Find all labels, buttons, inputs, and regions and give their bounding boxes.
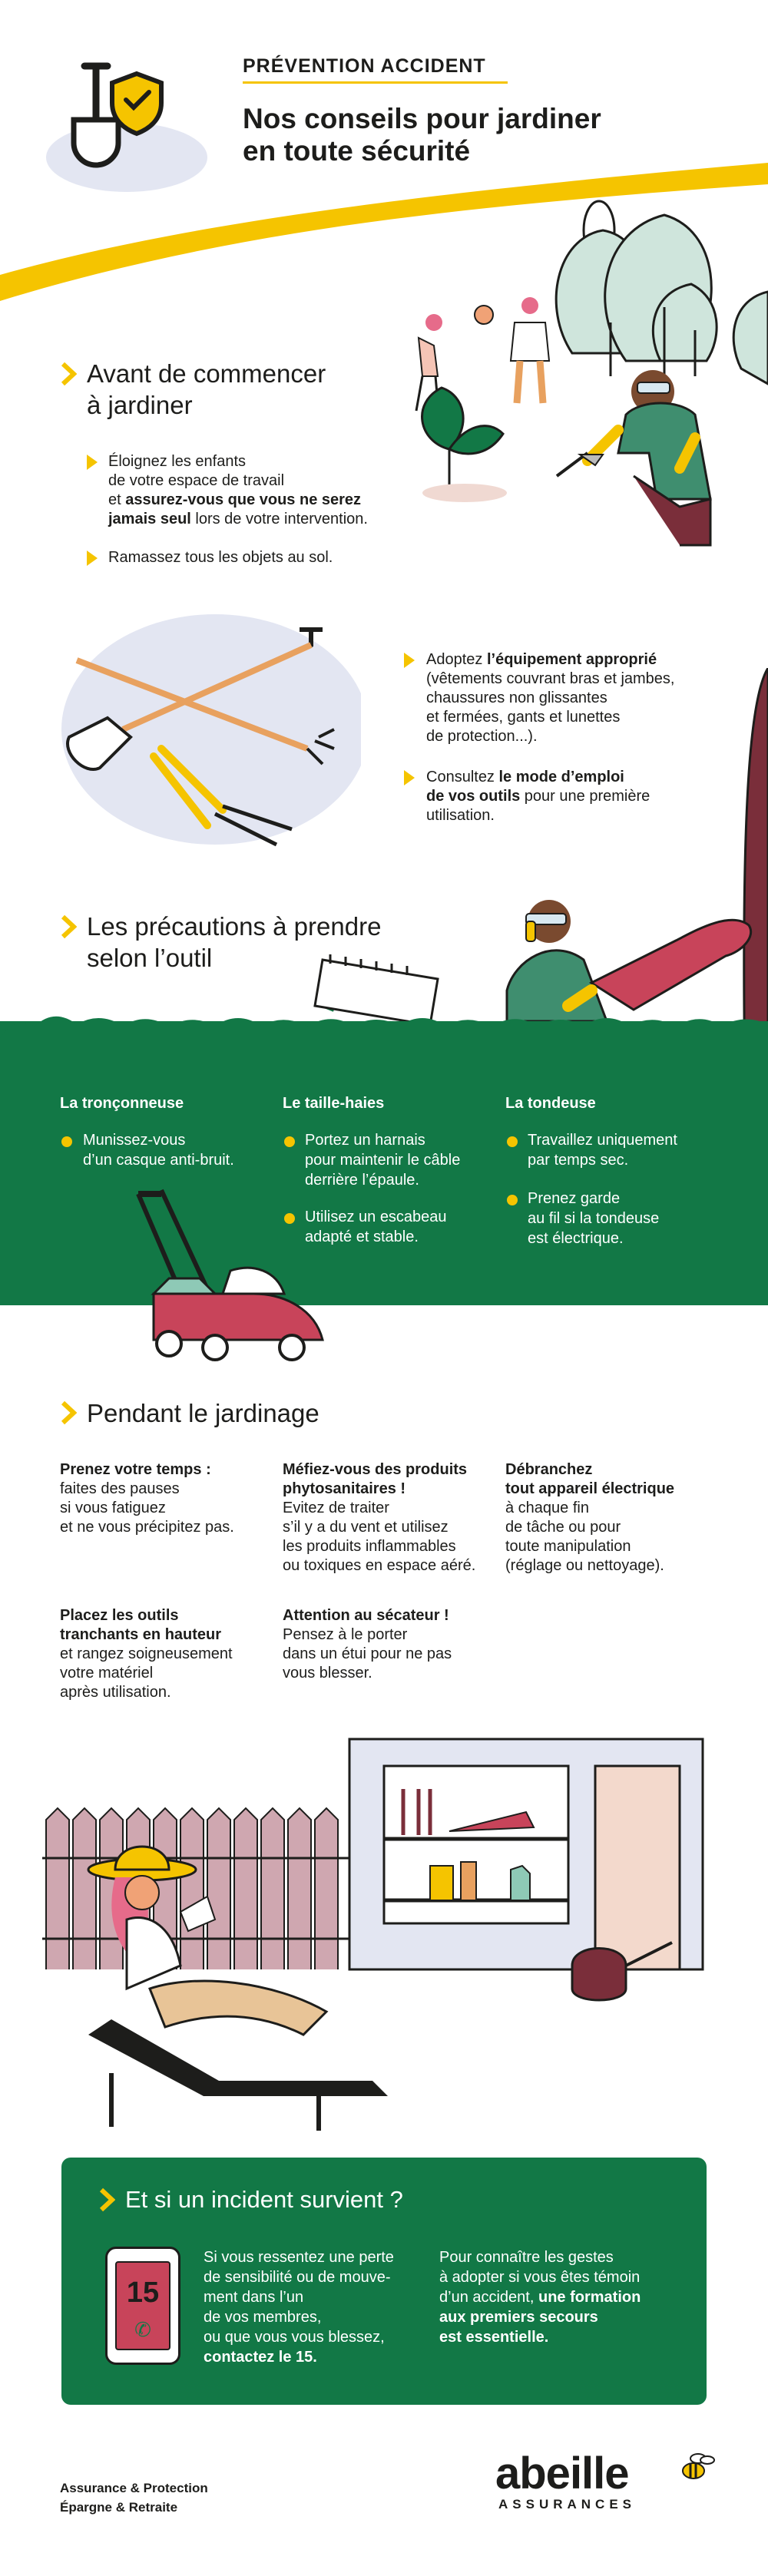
bullet-dot (507, 1136, 518, 1147)
incident-right-text: Pour connaître les gestes à adopter si v… (439, 2249, 641, 2346)
tip-unplug: Débranchez tout appareil électrique à ch… (505, 1461, 675, 1574)
mower-tip-dry: Travaillez uniquement par temps sec. (528, 1132, 677, 1169)
tip-phyto: Méfiez-vous des produits phytosanitaires… (283, 1461, 476, 1574)
chevron-icon (61, 914, 77, 939)
hedge-top (0, 1016, 768, 1038)
bullet-icon (87, 455, 98, 470)
chainsaw-illustration (313, 900, 753, 1027)
section-heading-during: Pendant le jardinage (87, 1399, 319, 1427)
bullet-dot (284, 1213, 295, 1224)
section-heading-before: Avant de commencer à jardiner (87, 359, 326, 419)
brand-name: abeille (495, 2449, 630, 2498)
shovel-shield-icon (71, 62, 164, 168)
bullet-icon (87, 551, 98, 566)
emergency-number: 15 (126, 2277, 160, 2309)
tip-children: Éloignez les enfants de votre espace de … (108, 453, 368, 527)
lawnmower-illustration (136, 1189, 324, 1361)
col-title-hedge-trimmer: Le taille-haies (283, 1095, 385, 1112)
brand-sub: ASSURANCES (498, 2497, 637, 2512)
incident-heading: Et si un incident survient ? (125, 2186, 403, 2213)
footer-tagline: Assurance & Protection Épargne & Retrait… (60, 2481, 208, 2515)
hedge-tip-ladder: Utilisez un escabeau adapté et stable. (305, 1209, 447, 1245)
bee-icon (682, 2453, 715, 2479)
chevron-icon (99, 2187, 115, 2212)
relaxing-gardener-illustration (42, 1738, 704, 2131)
chevron-icon (61, 362, 77, 386)
tip-pruner: Attention au sécateur ! Pensez à le port… (283, 1607, 452, 1682)
page-title: Nos conseils pour jardiner en toute sécu… (243, 103, 601, 167)
bullet-dot (61, 1136, 72, 1147)
phone-icon: 15 ✆ (105, 2247, 180, 2365)
garden-tools-illustration (61, 614, 361, 847)
gardener-illustration (415, 200, 768, 547)
handset-icon: ✆ (134, 2318, 151, 2341)
chevron-icon (61, 1400, 77, 1425)
bullet-dot (284, 1136, 295, 1147)
kicker-underline (243, 81, 508, 84)
phone-screen: 15 ✆ (115, 2261, 170, 2350)
tip-take-time: Prenez votre temps : faites des pauses s… (60, 1461, 234, 1536)
brand-logo: abeille ASSURANCES (495, 2449, 718, 2518)
bullet-dot (507, 1195, 518, 1205)
mower-tip-wire: Prenez garde au fil si la tondeuse est é… (528, 1190, 660, 1247)
tip-objects: Ramassez tous les objets au sol. (108, 549, 333, 566)
hedge-tip-harness: Portez un harnais pour maintenir le câbl… (305, 1132, 461, 1189)
col-title-mower: La tondeuse (505, 1095, 596, 1112)
bullet-icon (404, 653, 415, 668)
header-kicker: PRÉVENTION ACCIDENT (243, 55, 486, 77)
tip-equipment: Adoptez l’équipement approprié (vêtement… (426, 651, 675, 745)
bullet-icon (404, 770, 415, 785)
tip-store-tools: Placez les outils tranchants en hauteur … (60, 1607, 233, 1701)
col-title-chainsaw: La tronçonneuse (60, 1095, 184, 1112)
chainsaw-tip: Munissez-vous d’un casque anti-bruit. (83, 1132, 234, 1169)
incident-left-text: Si vous ressentez une perte de sensibili… (204, 2249, 394, 2366)
section-heading-tools: Les précautions à prendre selon l’outil (87, 912, 382, 972)
tools-green-band (0, 1021, 768, 1305)
tip-manual: Consultez le mode d’emploi de vos outils… (426, 769, 650, 824)
